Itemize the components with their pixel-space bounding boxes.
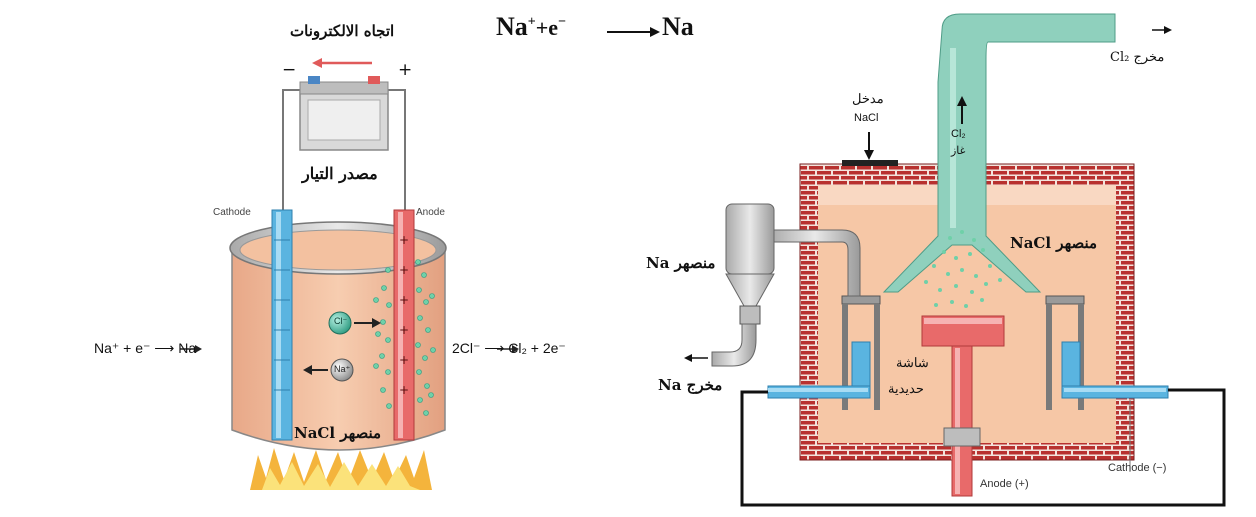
cathode-right [1061,341,1169,399]
anode [921,315,1005,497]
top-equation: Na++e− [496,12,566,42]
cathode-electrode [271,209,293,441]
cl2-gas-label-2: غاز [951,144,966,157]
top-equation-electron-charge: − [558,14,567,30]
iron-screen-label-1: شاشة [896,356,929,371]
svg-text:+: + [399,263,409,277]
left-molten-nacl-label: منصهر NaCl [294,424,382,442]
top-equation-electron: +e [535,15,559,40]
svg-text:+: + [399,293,409,307]
svg-text:+: + [399,383,409,397]
cathode-reaction: Na⁺ + e⁻ ⟶ Na [94,340,197,356]
cl2-gas-label-1: Cl₂ [951,128,966,140]
iron-screen-label-2: حديدية [888,382,924,397]
chloride-ion-label: Cl⁻ [334,316,348,326]
electron-flow-label: اتجاه الالكترونات [290,22,395,40]
nacl-inlet-label-1: مدخل [852,92,884,107]
cathode-wire [282,89,300,210]
anode-wire [388,89,406,210]
svg-text:+: + [399,233,409,247]
na-outlet-label: مخرج Na [658,376,723,394]
top-equation-charge: + [527,14,536,30]
external-wire [740,388,1226,507]
burner-flames [250,448,432,490]
svg-text:+: + [399,323,409,337]
anode-electrode: + + + + + + [393,209,415,441]
right-molten-nacl-label: منصهر NaCl [1010,234,1098,252]
cathode-left [767,341,871,399]
anode-bottom-label: Anode (+) [980,478,1029,490]
anode-label: Anode [416,207,445,218]
svg-text:+: + [399,353,409,367]
battery-plus: + [398,60,413,80]
anode-reaction: 2Cl⁻ ⟶ Cl₂ + 2e⁻ [452,340,566,356]
chloride-ion [328,311,352,335]
molten-na-label: منصهر Na [646,254,716,272]
chlorine-bubbles [373,259,436,416]
cathode-bottom-label: Cathode (−) [1108,462,1167,474]
cl2-outlet-label: مخرج Cl₂ [1110,50,1165,65]
gas-bubbles [924,230,1002,308]
power-source-label: مصدر التيار [302,164,378,183]
nacl-inlet-label-2: NaCl [854,112,879,124]
chlorine-hood [882,13,1116,293]
battery [299,76,389,151]
sodium-ion-label: Na⁺ [334,364,351,374]
battery-minus: − [282,60,297,80]
sodium-collector [711,203,775,367]
cathode-label: Cathode [213,207,251,218]
nacl-inlet [842,160,898,166]
top-equation-reactant: Na [496,12,528,41]
left-electrolysis-cell: + + + + + + [229,58,447,490]
downs-cell [684,13,1226,507]
sodium-ion [330,358,354,382]
top-equation-product: Na [662,12,694,41]
